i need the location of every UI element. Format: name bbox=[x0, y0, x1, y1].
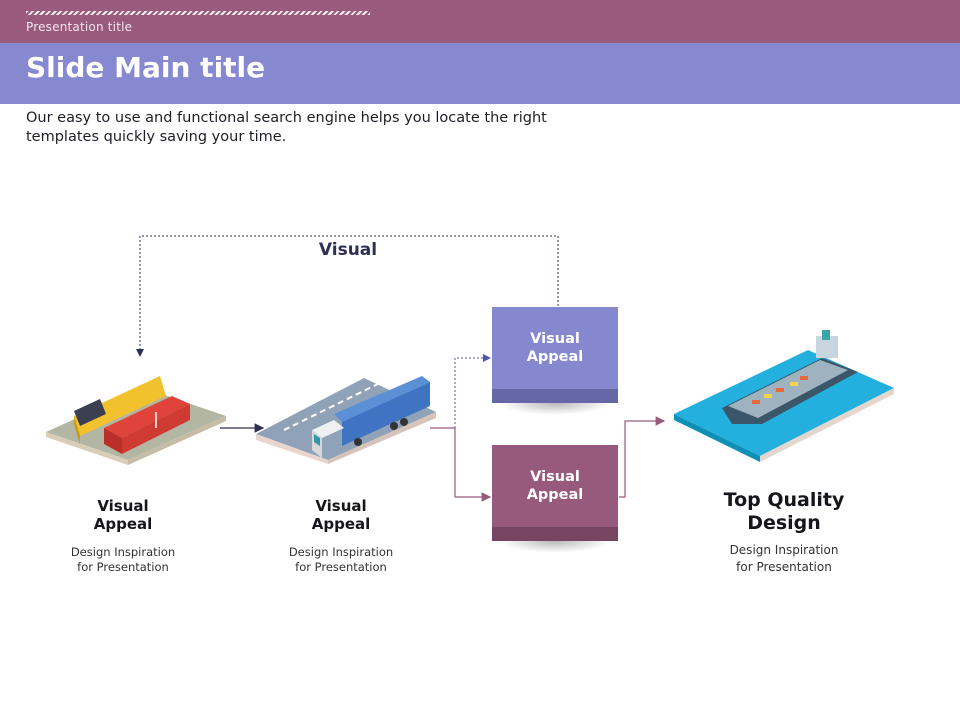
stage-title: Top Quality Design bbox=[723, 489, 845, 534]
truck-to-blue-box-connector bbox=[454, 354, 491, 428]
box-label-line2: Appeal bbox=[526, 349, 584, 365]
visual-appeal-box-blue: Visual Appeal bbox=[492, 307, 618, 415]
plum-box-to-ship-connector bbox=[619, 416, 666, 498]
box-label-line2: Appeal bbox=[526, 487, 584, 503]
visual-appeal-box-plum: Visual Appeal bbox=[492, 445, 618, 553]
stage-caption-truck: Visual Appeal Design Inspiration for Pre… bbox=[266, 497, 416, 575]
stage-subtitle: Design Inspiration for Presentation bbox=[70, 545, 176, 574]
truck-to-plum-box-connector bbox=[430, 427, 492, 502]
stage-title: Visual Appeal bbox=[93, 497, 153, 533]
stage-subtitle: Design Inspiration for Presentation bbox=[729, 543, 839, 574]
box-label-line1: Visual bbox=[530, 469, 580, 485]
intro-text: Our easy to use and functional search en… bbox=[26, 110, 547, 145]
presentation-title: Presentation title bbox=[26, 20, 133, 34]
box-label-line1: Visual bbox=[530, 331, 580, 347]
box-base bbox=[492, 389, 618, 403]
container-truck-icon bbox=[256, 376, 436, 464]
stage-caption-ship: Top Quality Design Design Inspiration fo… bbox=[698, 489, 870, 576]
freight-train-icon bbox=[46, 376, 226, 465]
loop-label: Visual bbox=[318, 240, 378, 260]
hatch-decoration bbox=[26, 11, 370, 15]
slide-main-title: Slide Main title bbox=[26, 51, 266, 84]
title-band: Slide Main title bbox=[0, 43, 960, 104]
box-shadow bbox=[498, 403, 612, 415]
feedback-loop-connector bbox=[136, 235, 559, 357]
box-face: Visual Appeal bbox=[492, 445, 618, 527]
stage-subtitle: Design Inspiration for Presentation bbox=[288, 545, 394, 574]
header-band: Presentation title bbox=[0, 0, 960, 43]
box-shadow bbox=[498, 541, 612, 553]
stage-title: Visual Appeal bbox=[311, 497, 371, 533]
cargo-ship-icon bbox=[674, 330, 894, 462]
box-face: Visual Appeal bbox=[492, 307, 618, 389]
stage-caption-train: Visual Appeal Design Inspiration for Pre… bbox=[48, 497, 198, 575]
box-base bbox=[492, 527, 618, 541]
